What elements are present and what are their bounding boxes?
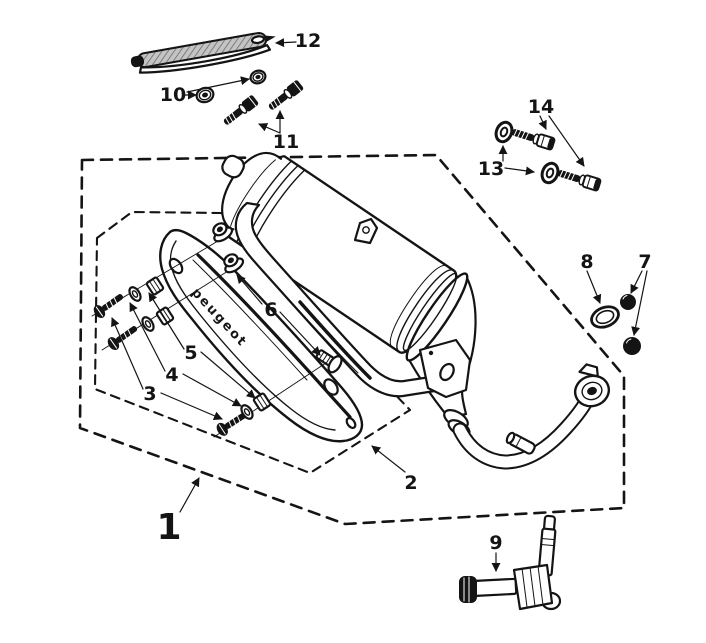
part-label-9[interactable]: 9	[489, 532, 502, 554]
small-nuts	[195, 69, 267, 104]
leader-lines	[111, 38, 648, 572]
part-label-14[interactable]: 14	[528, 96, 554, 118]
part-label-13[interactable]: 13	[478, 158, 504, 180]
part-label-5[interactable]: 5	[184, 342, 197, 364]
shield-washers	[128, 286, 254, 420]
part-label-10[interactable]: 10	[160, 84, 186, 106]
part-label-12[interactable]: 12	[295, 30, 321, 52]
socket-head-bolts	[223, 80, 304, 125]
heat-shield: peugeot	[159, 229, 364, 443]
part-label-8[interactable]: 8	[580, 251, 593, 273]
exhaust-pipe	[452, 363, 611, 470]
shield-hole-mid	[323, 378, 339, 396]
part-number-labels: 1 2 3 4 5 6 7 8 9 10 11 12 13 14	[143, 30, 651, 554]
pipe-stub	[505, 431, 536, 455]
muffler-front-nub	[221, 154, 245, 179]
mounting-stud	[315, 349, 343, 374]
flat-washers	[494, 120, 560, 185]
part-label-7[interactable]: 7	[638, 251, 651, 273]
flange-socket-bolts	[511, 129, 602, 192]
mounting-bracket	[234, 201, 472, 399]
shield-gasket-strip	[130, 31, 276, 74]
part-label-4[interactable]: 4	[165, 364, 178, 386]
part-label-6[interactable]: 6	[264, 299, 277, 321]
secondary-air-valve	[459, 514, 562, 611]
muffler-top-tab	[353, 217, 379, 245]
exhaust-gasket-ring	[590, 305, 620, 329]
part-label-11[interactable]: 11	[273, 131, 299, 153]
shield-screws	[93, 294, 247, 436]
pipe-flange	[573, 363, 611, 408]
mounting-flange-nuts	[212, 222, 343, 374]
dome-nuts	[620, 294, 641, 355]
heat-shield-boundary-outline	[93, 210, 412, 475]
part-label-2[interactable]: 2	[404, 472, 417, 494]
part-label-1[interactable]: 1	[156, 507, 181, 548]
assembly-boundary-outline	[78, 153, 626, 526]
shield-hole-tip	[345, 416, 357, 430]
part-label-3[interactable]: 3	[143, 383, 156, 405]
